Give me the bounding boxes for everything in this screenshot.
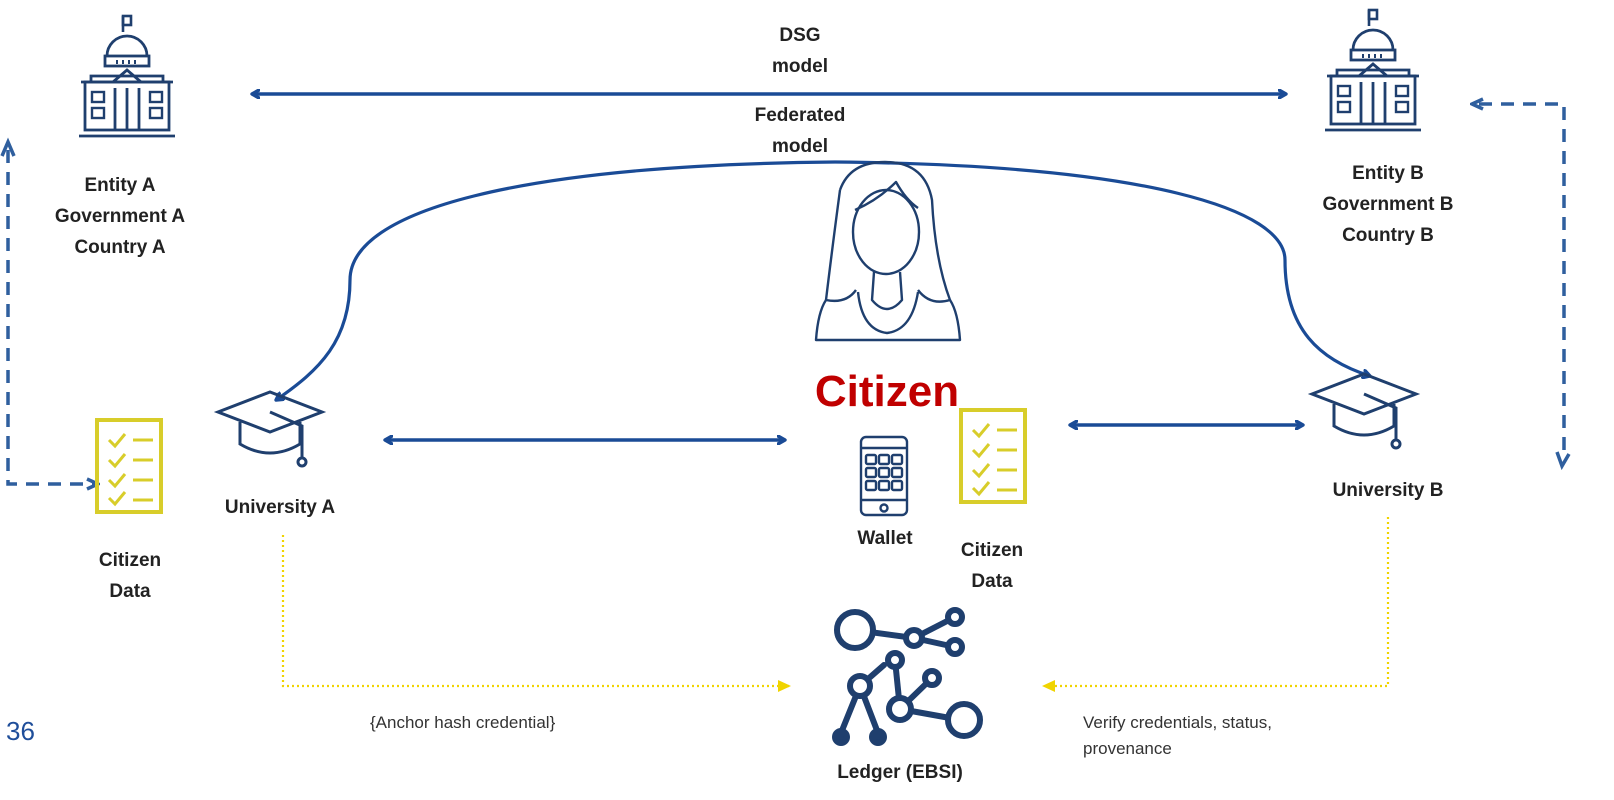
entity-a-data-dashed-link xyxy=(6,150,98,484)
checklist-document-icon xyxy=(95,418,163,514)
citizen-title: Citizen xyxy=(814,367,960,416)
person-icon xyxy=(814,160,962,342)
graduation-cap-icon xyxy=(1310,372,1418,450)
government-building-icon xyxy=(77,14,177,138)
page-number: 36 xyxy=(6,716,35,746)
government-building-icon xyxy=(1323,8,1423,132)
university-b-label: University B xyxy=(1332,480,1444,501)
verify-dotted-link xyxy=(1042,517,1390,692)
blockchain-network-icon xyxy=(832,607,983,746)
anchor-note: {Anchor hash credential} xyxy=(370,713,556,732)
checklist-document-icon xyxy=(959,408,1027,504)
ledger-label: Ledger (EBSI) xyxy=(837,762,963,783)
wallet-label: Wallet xyxy=(857,528,913,549)
smartphone-icon xyxy=(859,435,909,517)
anchor-dotted-link xyxy=(281,535,791,692)
federated-model-arc xyxy=(276,160,1370,400)
graduation-cap-icon xyxy=(216,390,324,468)
verify-note: Verify credentials, status,provenance xyxy=(1083,713,1272,758)
entity-a-up-arrowhead xyxy=(0,137,16,157)
university-a-label: University A xyxy=(224,497,336,518)
entity-b-data-dashed-link xyxy=(1472,104,1566,450)
entity-b-down-arrowhead xyxy=(1555,451,1571,471)
